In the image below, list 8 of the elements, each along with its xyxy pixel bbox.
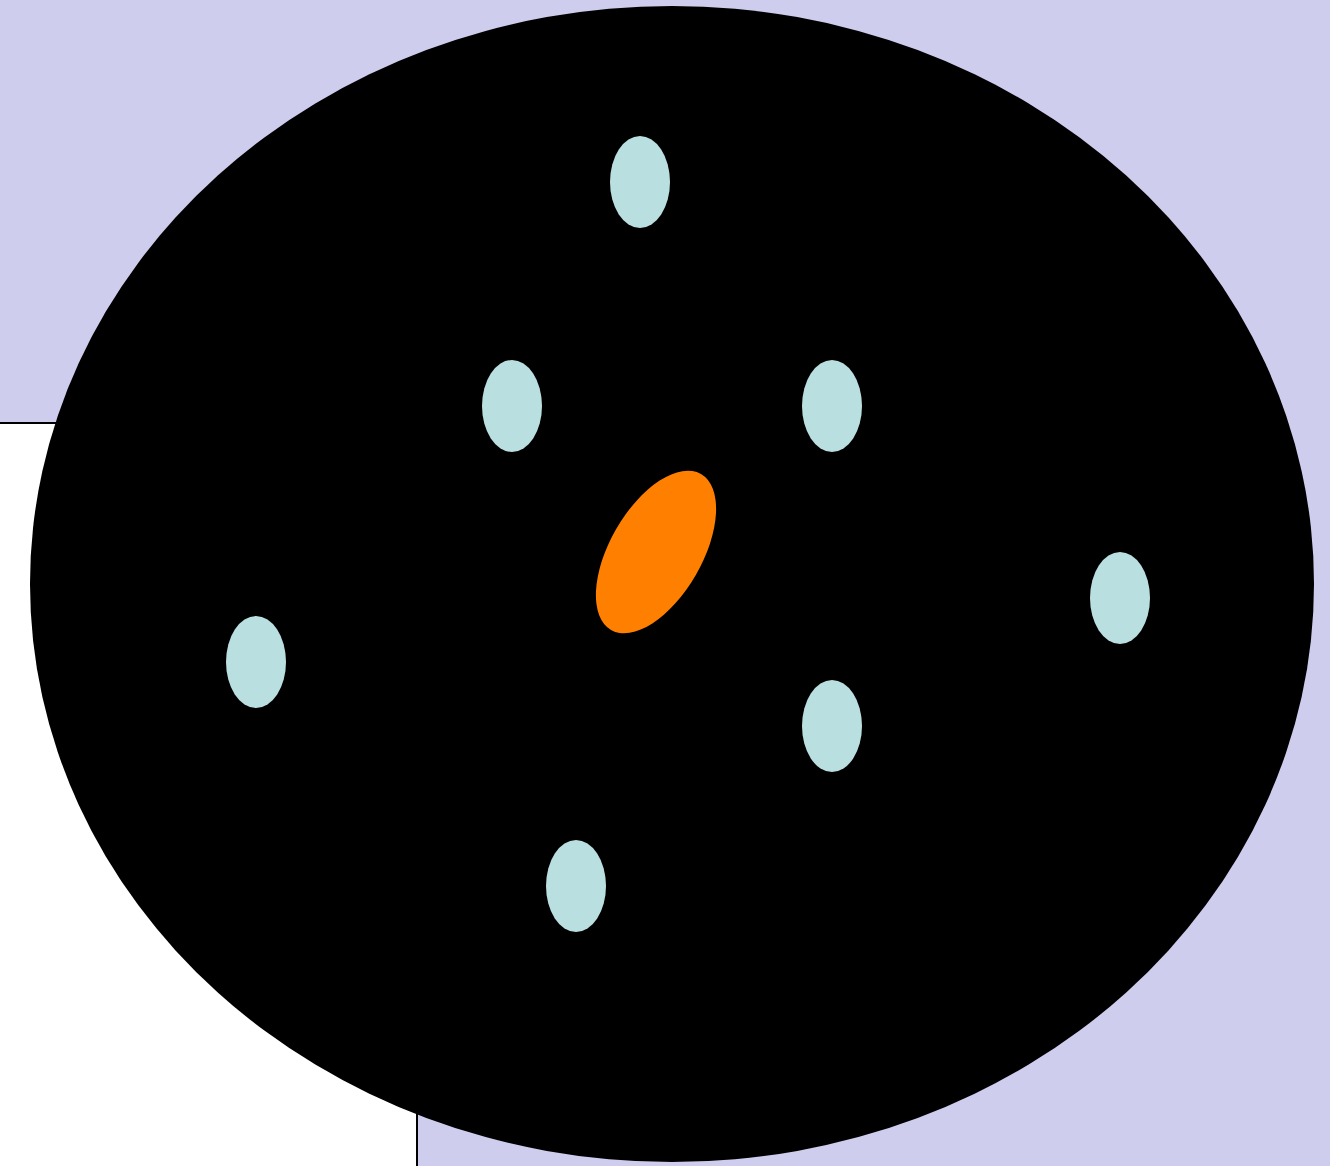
small-ellipse (802, 680, 862, 772)
small-ellipse (1090, 552, 1150, 644)
small-ellipse (482, 360, 542, 452)
small-ellipse (546, 840, 606, 932)
small-ellipse (610, 136, 670, 228)
small-ellipse (802, 360, 862, 452)
large-ellipse (30, 6, 1314, 1162)
small-ellipse (226, 616, 286, 708)
